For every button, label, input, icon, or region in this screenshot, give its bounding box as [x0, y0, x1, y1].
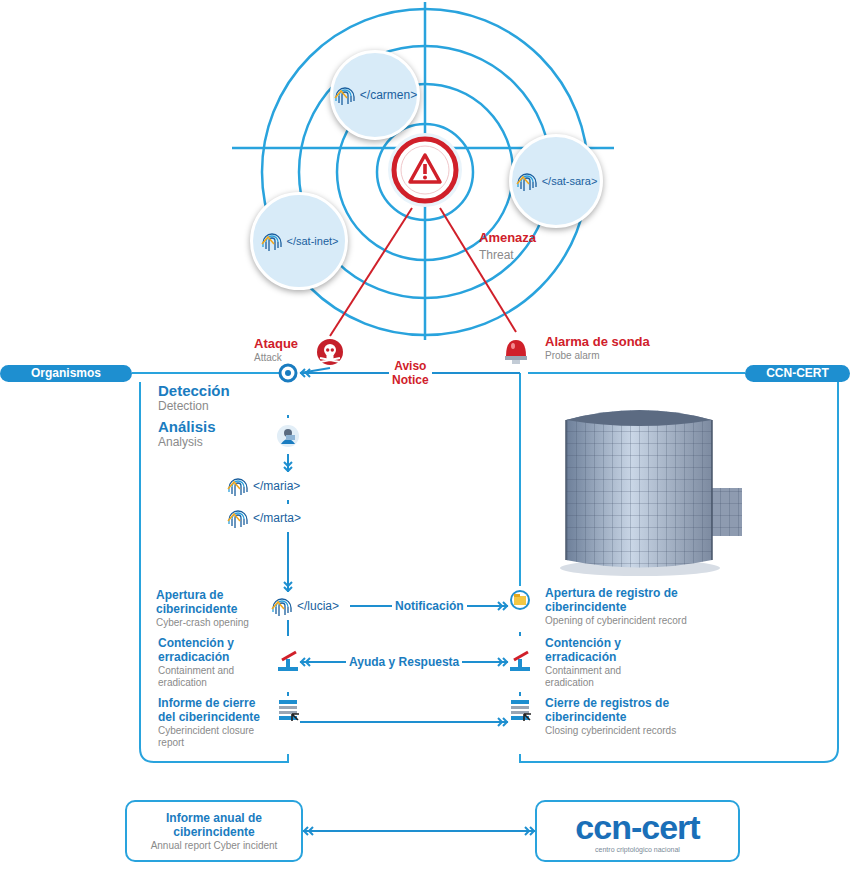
process-step: Contención y erradicaciónContainment and…: [508, 636, 678, 692]
node-heading: ccn-cert: [575, 809, 699, 845]
text-column: DetecciónDetection: [158, 382, 270, 413]
fp-icon: [260, 229, 284, 253]
tool-logo: </maria>: [226, 472, 322, 500]
ring-icon: [277, 362, 299, 384]
text-column: Contención y erradicaciónContainment and…: [158, 636, 270, 689]
node-heading: Ataque: [254, 336, 314, 351]
folder-icon: [508, 588, 532, 612]
node-subtitle: Detection: [158, 399, 270, 413]
flow-connector: [519, 692, 521, 696]
node-heading: </lucia>: [297, 599, 339, 613]
process-step: Informe de cierre del ciberincidenteCybe…: [150, 696, 300, 754]
organisms-panel: OrganismosDetecciónDetectionAnálisisAnal…: [0, 360, 300, 762]
node-heading: Informe anual de ciberincidente: [137, 811, 291, 839]
pen-icon: [508, 650, 532, 674]
fp-icon: [226, 474, 250, 498]
building-illustration: [560, 410, 742, 576]
tool-circle: </carmen>: [330, 50, 420, 140]
node-heading: Informe de cierre del ciberincidente: [158, 696, 270, 724]
flow-connector: [519, 632, 521, 636]
attack-marker: AtaqueAttack: [252, 336, 344, 368]
person-icon: [276, 424, 300, 448]
process-step: DetecciónDetection: [150, 366, 300, 415]
node-heading: Organismos: [0, 365, 132, 382]
node-heading: Amenaza: [479, 230, 536, 245]
threat-circle: AmenazaThreat: [387, 132, 463, 208]
flow-connector: [287, 692, 289, 696]
node-subtitle: Annual report Cyber incident: [151, 840, 278, 852]
node-subtitle: centro criptológico nacional: [595, 845, 680, 854]
node-subtitle: Threat: [479, 248, 514, 262]
tool-logo: </lucia>: [270, 592, 350, 620]
process-step: Cierre de registros de ciberincidenteClo…: [508, 696, 758, 754]
edge-label: Aviso Notice: [389, 359, 432, 387]
edge-label: Notificación: [392, 599, 467, 613]
node-heading: </carmen>: [360, 88, 417, 102]
node-heading: Apertura de ciberincidente: [156, 588, 266, 616]
pen-icon: [276, 650, 300, 674]
flow-connector: [287, 454, 289, 472]
node-heading: Alarma de sonda: [545, 334, 663, 349]
text-column: Alarma de sondaProbe alarm: [545, 334, 663, 362]
node-heading: Cierre de registros de ciberincidente: [545, 696, 705, 724]
fp-icon: [226, 506, 250, 530]
node-subtitle: Cyber-crash opening: [156, 617, 266, 629]
node-heading: </maria>: [253, 479, 300, 493]
text-column: AtaqueAttack: [254, 336, 314, 364]
radar: [232, 2, 614, 340]
stack-icon: [508, 698, 532, 722]
bell-icon: [503, 339, 529, 365]
node-heading: Contención y erradicación: [545, 636, 670, 664]
text-column: AnálisisAnalysis: [158, 418, 270, 449]
node-subtitle: Attack: [254, 352, 314, 364]
ccn-cert-panel: CCN-CERT Apertura de registro de ciberinc…: [505, 360, 850, 762]
fp-icon: [333, 83, 357, 107]
flow-connector: [300, 721, 508, 723]
node-subtitle: Opening of cyberincident record: [545, 615, 705, 627]
node-subtitle: Containment and eradication: [545, 665, 670, 689]
node-heading: CCN-CERT: [745, 365, 850, 382]
fp-icon: [270, 594, 294, 618]
node-heading: Apertura de registro de ciberincidente: [545, 586, 705, 614]
node-subtitle: Containment and eradication: [158, 665, 270, 689]
node-heading: Análisis: [158, 418, 270, 435]
stack-icon: [276, 698, 300, 722]
tool-logo: </marta>: [226, 504, 322, 532]
flow-connector: [303, 830, 535, 832]
tool-circle: </sat-sara>: [509, 134, 603, 228]
threat-icon: [387, 132, 463, 208]
node-heading: </sat-inet>: [287, 235, 339, 248]
node-subtitle: Cyberincident closure report: [158, 725, 270, 749]
process-step: Apertura de ciberincidenteCyber-crash op…: [156, 588, 266, 631]
node-heading: </marta>: [253, 511, 301, 525]
node-heading: Detección: [158, 382, 270, 399]
text-column: Cierre de registros de ciberincidenteClo…: [545, 696, 705, 737]
flow-connector: [440, 208, 516, 332]
flow-connector: [287, 415, 289, 418]
text-column: Apertura de ciberincidenteCyber-crash op…: [156, 588, 266, 629]
flow-connector: [287, 532, 289, 592]
text-column: Informe de cierre del ciberincidenteCybe…: [158, 696, 270, 749]
text-column: Contención y erradicaciónContainment and…: [545, 636, 670, 689]
node-heading: </sat-sara>: [542, 175, 598, 188]
process-step: Contención y erradicaciónContainment and…: [150, 636, 300, 692]
node-subtitle: Closing cyberincident records: [545, 725, 705, 737]
text-column: Apertura de registro de ciberincidenteOp…: [545, 586, 705, 627]
skull-icon: [316, 338, 344, 366]
probe-alarm: Alarma de sondaProbe alarm: [500, 332, 665, 373]
node-subtitle: Analysis: [158, 435, 270, 449]
logo-box: ccn-certcentro criptológico nacional: [535, 800, 740, 862]
tool-circle: </sat-inet>: [250, 192, 348, 290]
fp-icon: [515, 169, 539, 193]
process-step: Apertura de registro de ciberincidenteOp…: [508, 586, 758, 632]
node-subtitle: Probe alarm: [545, 350, 663, 362]
flow-connector: [287, 620, 289, 636]
panel-outline: [132, 373, 838, 762]
report-box: Informe anual de ciberincidenteAnnual re…: [125, 800, 303, 862]
node-heading: Contención y erradicación: [158, 636, 270, 664]
process-step: AnálisisAnalysis: [150, 418, 300, 454]
edge-label: Ayuda y Respuesta: [346, 655, 462, 669]
